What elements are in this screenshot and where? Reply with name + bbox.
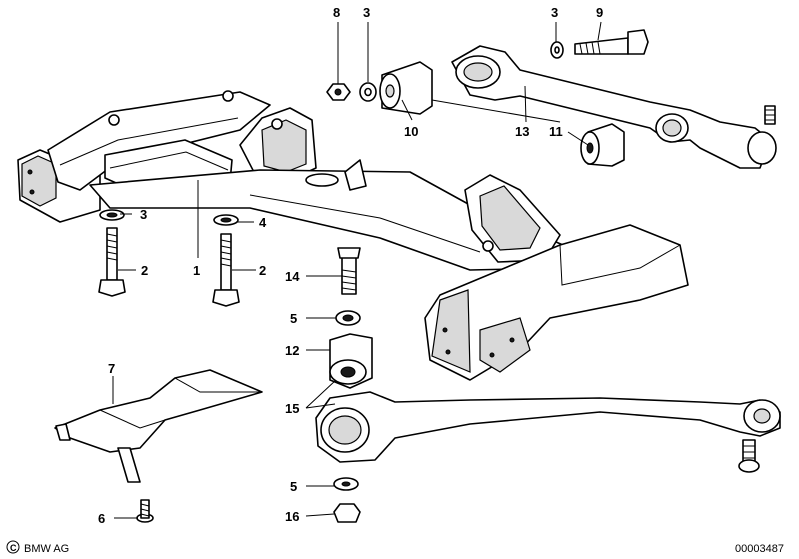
callout-13: 13: [515, 124, 529, 139]
cover-plate: [54, 369, 263, 523]
copyright-icon: [6, 540, 20, 554]
callout-11: 11: [549, 124, 563, 139]
leader-lines: [112, 21, 602, 519]
callout-5-lower: 5: [290, 479, 297, 494]
drawing-number: 00003487: [735, 543, 784, 555]
callout-5-upper: 5: [290, 311, 297, 326]
callout-16: 16: [285, 509, 299, 524]
upper-wishbone-assembly: [326, 29, 777, 169]
lower-control-arm-assembly: [315, 247, 781, 523]
copyright-icon-glyph: C: [10, 543, 17, 553]
footer: C BMW AG 00003487: [6, 540, 784, 555]
bolt-left: [98, 209, 126, 297]
callout-numbers: 8 3 3 9 10 13 11 3 4 2 1 2 14 5 12 15 7 …: [98, 5, 603, 526]
callout-8: 8: [333, 5, 340, 20]
callout-15: 15: [285, 401, 299, 416]
callout-2-middle: 2: [259, 263, 266, 278]
callout-3-top-right: 3: [551, 5, 558, 20]
callout-14: 14: [285, 269, 300, 284]
callout-12: 12: [285, 343, 299, 358]
bolt-middle: [212, 214, 240, 307]
callout-6: 6: [98, 511, 105, 526]
callout-4: 4: [259, 215, 267, 230]
callout-1: 1: [193, 263, 200, 278]
callout-10: 10: [404, 124, 418, 139]
axle-carrier: [17, 90, 689, 381]
callout-2-left: 2: [141, 263, 148, 278]
callout-3-top-left: 3: [363, 5, 370, 20]
callout-3-left: 3: [140, 207, 147, 222]
callout-9: 9: [596, 5, 603, 20]
brand-label: BMW AG: [24, 543, 69, 555]
callout-7: 7: [108, 361, 115, 376]
